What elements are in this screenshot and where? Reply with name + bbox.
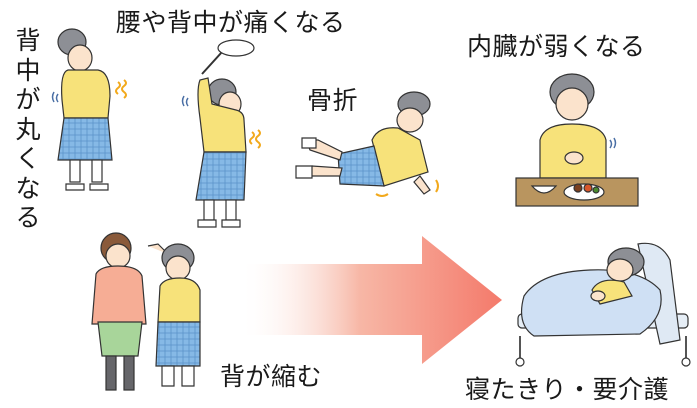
woman-shrinking (147, 243, 201, 387)
label-shrinks: 背が縮む (220, 362, 323, 391)
woman-eating (515, 73, 639, 207)
label-organs-weaken: 内臓が弱くなる (467, 32, 646, 61)
young-woman (91, 232, 147, 391)
pain-mark (375, 179, 439, 197)
woman-falling (295, 91, 431, 195)
label-back-rounds: 背中が丸くなる (15, 26, 41, 232)
woman-cleaning (195, 39, 255, 228)
label-back-pain: 腰や背中が痛くなる (116, 8, 346, 37)
progression-arrow (243, 236, 502, 364)
bedridden-woman (515, 242, 691, 367)
label-bedridden: 寝たきり・要介護 (465, 375, 670, 404)
pain-mark (115, 79, 127, 99)
label-fracture: 骨折 (307, 86, 359, 115)
pain-mark (249, 129, 261, 149)
woman-hunched-walking (57, 28, 113, 191)
